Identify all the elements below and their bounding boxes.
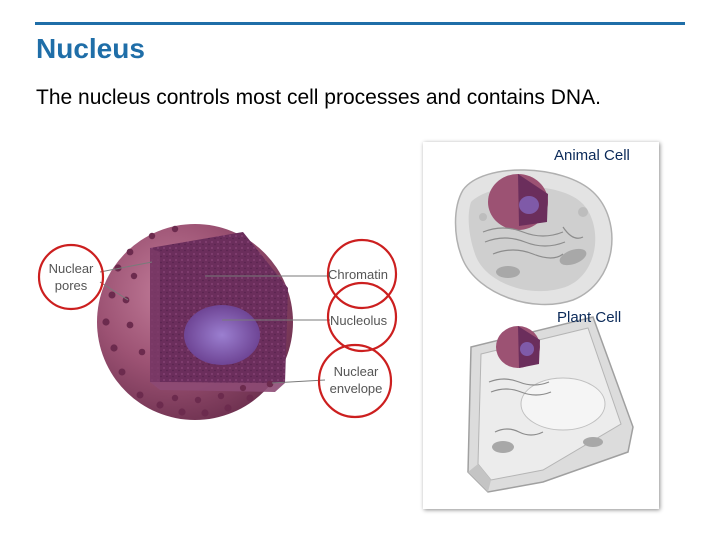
animal-cell-illustration bbox=[454, 169, 613, 306]
label-nuclear-envelope-text: Nuclear envelope bbox=[329, 364, 383, 396]
callout-circle-nuclear-envelope bbox=[317, 343, 393, 419]
slide-body-text: The nucleus controls most cell processes… bbox=[36, 86, 601, 109]
title-rule bbox=[35, 22, 685, 25]
callout-circles bbox=[37, 238, 398, 419]
animal-cell-caption: Animal Cell bbox=[554, 147, 630, 164]
callout-circle-nuclear-pores bbox=[37, 243, 105, 311]
label-nuclear-envelope: Nuclear envelope bbox=[326, 363, 386, 397]
callout-circle-nucleolus bbox=[326, 281, 398, 353]
plant-cell-caption: Plant Cell bbox=[557, 309, 622, 326]
label-nucleolus: Nucleolus bbox=[330, 313, 388, 328]
nuclear-pore-dots bbox=[102, 225, 274, 417]
plant-cell-illustration bbox=[467, 316, 634, 493]
nuclear-envelope-edge bbox=[150, 382, 285, 392]
nucleolus-shape bbox=[184, 305, 260, 365]
slide-title: Nucleus bbox=[36, 33, 145, 64]
label-nuclear-pores: Nuclear pores bbox=[41, 260, 101, 294]
label-nuclear-pores-text: Nuclear pores bbox=[48, 261, 94, 293]
label-chromatin: Chromatin bbox=[328, 267, 388, 282]
cell-illustrations-panel: Animal Cell Plant Cell bbox=[423, 142, 659, 509]
nucleus-sphere bbox=[97, 224, 330, 420]
callout-circle-chromatin bbox=[326, 238, 398, 310]
cell-illustrations bbox=[454, 169, 634, 493]
